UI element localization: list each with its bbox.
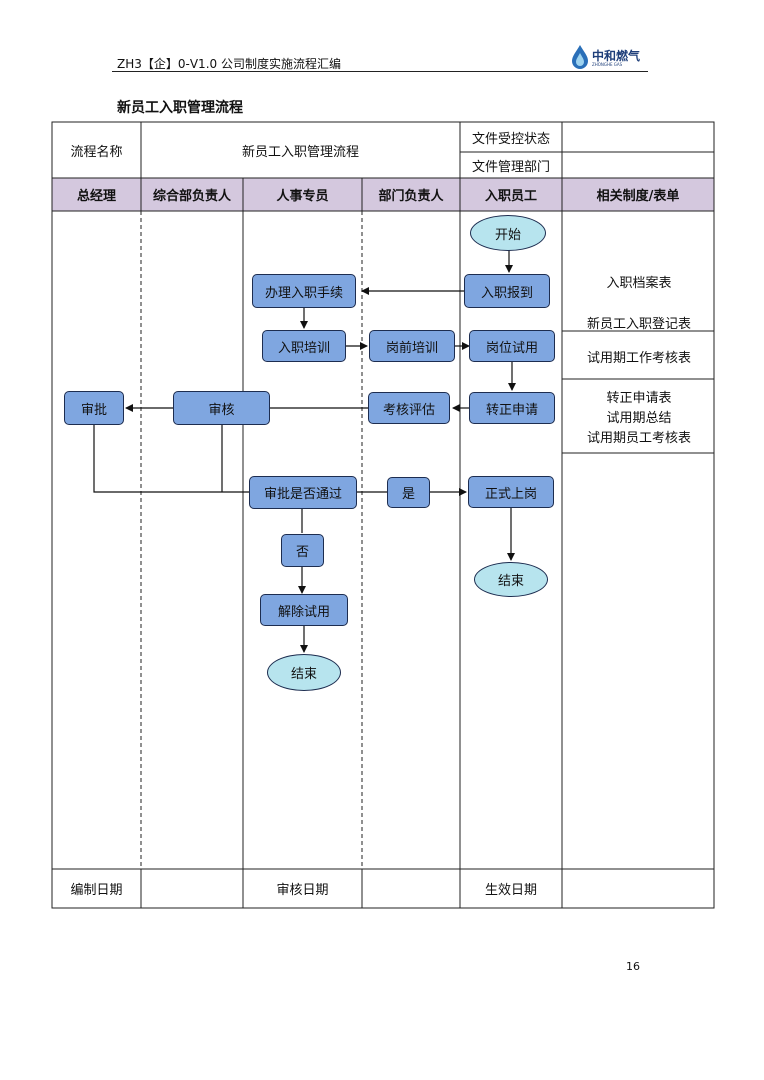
managing-dept-value	[562, 152, 714, 178]
review-step: 审核	[173, 391, 270, 425]
page-number: 16	[626, 960, 640, 973]
document-code: ZH3【企】0-V1.0 公司制度实施流程汇编	[117, 57, 341, 71]
effective-date-label: 生效日期	[484, 883, 537, 898]
logo-subtext: ZHONGHE GAS	[592, 62, 623, 67]
lane-header-forms: 相关制度/表单	[596, 189, 680, 204]
compile-date-value	[141, 869, 243, 908]
lane-header-admin-head: 综合部负责人	[152, 189, 231, 204]
form-trial-summary: 试用期总结	[606, 411, 672, 426]
pass-check-step: 审批是否通过	[249, 476, 357, 509]
lane-header-new-employee: 入职员工	[484, 189, 537, 204]
report-step: 入职报到	[464, 274, 550, 308]
formal-position-step: 正式上岗	[468, 476, 554, 508]
process-name-value: 新员工入职管理流程	[241, 144, 359, 160]
page-title: 新员工入职管理流程	[117, 100, 243, 116]
review-date-value	[362, 869, 460, 908]
trial-step: 岗位试用	[469, 330, 555, 362]
form-trial-employee-assessment: 试用期员工考核表	[586, 431, 691, 446]
control-status-value	[562, 122, 714, 152]
training-step: 入职培训	[262, 330, 346, 362]
start-node: 开始	[470, 215, 546, 251]
evaluation-step: 考核评估	[368, 392, 450, 424]
lane-header-dept-head: 部门负责人	[378, 189, 444, 204]
form-employee-registration: 新员工入职登记表	[586, 317, 691, 332]
pre-job-training-step: 岗前培训	[369, 330, 455, 362]
logo-text: 中和燃气	[592, 49, 641, 63]
terminate-trial-step: 解除试用	[260, 594, 348, 626]
lane-header-general-manager: 总经理	[76, 189, 116, 204]
effective-date-value	[562, 869, 714, 908]
form-onboarding-archive: 入职档案表	[606, 276, 672, 291]
yes-label-box: 是	[387, 477, 430, 508]
header-rule	[112, 71, 648, 72]
company-logo: 中和燃气 ZHONGHE GAS	[570, 44, 650, 70]
form-trial-work-assessment: 试用期工作考核表	[586, 351, 691, 366]
no-label-box: 否	[281, 534, 324, 567]
procedures-step: 办理入职手续	[252, 274, 356, 308]
compile-date-label: 编制日期	[70, 883, 123, 898]
approve-step: 审批	[64, 391, 124, 425]
end-node-employee: 结束	[474, 562, 548, 597]
apply-regular-step: 转正申请	[469, 392, 555, 424]
flame-drop-icon	[572, 45, 588, 69]
end-node-hr: 结束	[267, 654, 341, 691]
managing-dept-label: 文件管理部门	[471, 159, 550, 175]
review-date-label: 审核日期	[276, 883, 329, 898]
process-name-label: 流程名称	[70, 144, 123, 160]
form-regularization-application: 转正申请表	[606, 391, 672, 406]
control-status-label: 文件受控状态	[471, 131, 550, 147]
lane-header-hr-specialist: 人事专员	[276, 189, 329, 204]
